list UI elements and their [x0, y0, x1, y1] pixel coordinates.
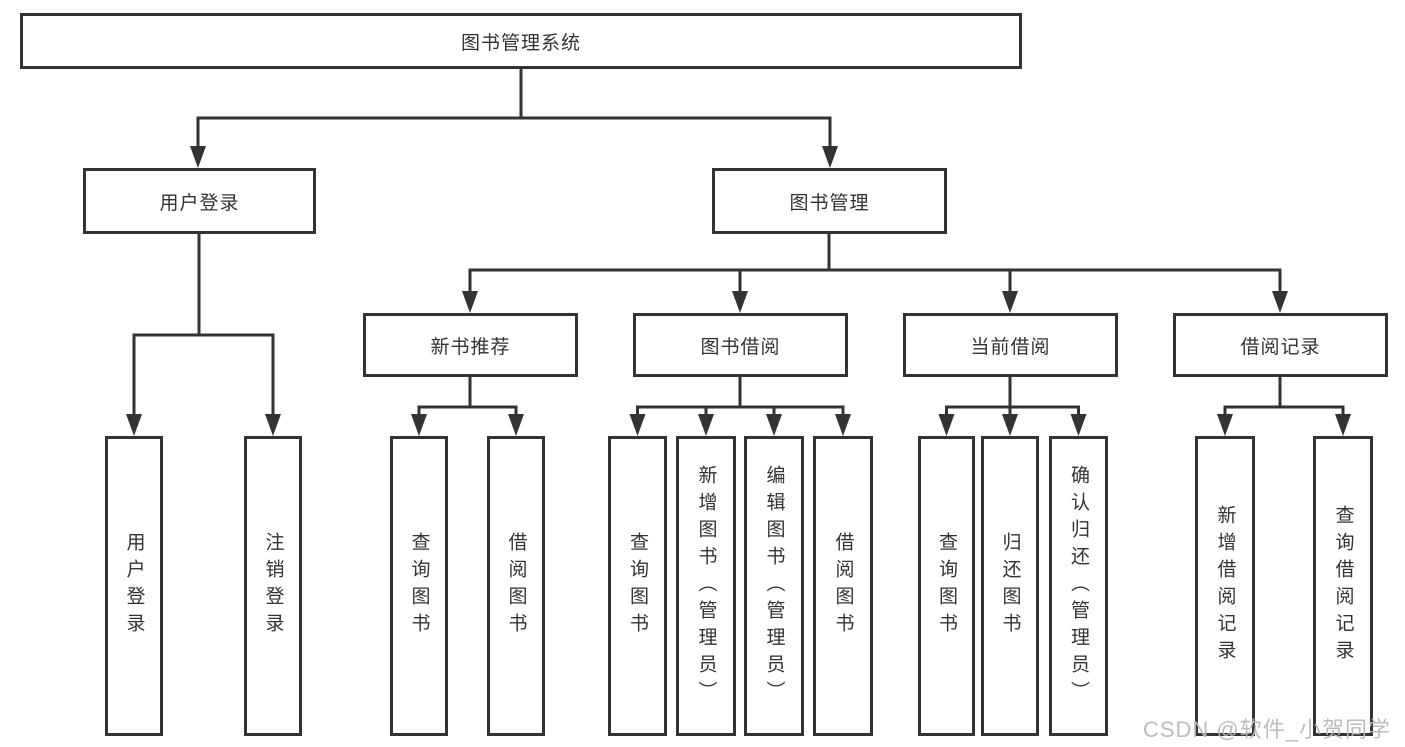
connector-current-borrow-to-leaves [938, 377, 1087, 436]
leaf-query-books-3: 查询图书 [918, 436, 975, 736]
connector-borrow-records-to-leaves [1217, 377, 1351, 436]
leaf-user-login: 用户登录 [105, 436, 163, 736]
connector-book-mgmt-to-sections [462, 234, 1288, 313]
leaf-query-books-1: 查询图书 [390, 436, 448, 736]
node-user-login-branch: 用户登录 [83, 168, 316, 234]
leaf-logout: 注销登录 [244, 436, 302, 736]
leaf-edit-book-admin: 编辑图书（管理员） [744, 436, 804, 736]
leaf-confirm-return-admin: 确认归还（管理员） [1049, 436, 1108, 736]
node-section-book-borrow: 图书借阅 [633, 313, 848, 377]
leaf-query-books-2: 查询图书 [608, 436, 667, 736]
leaf-add-book-admin: 新增图书（管理员） [676, 436, 736, 736]
node-section-new-book-recommend: 新书推荐 [363, 313, 578, 377]
connector-user-login-to-leaves [126, 234, 281, 436]
node-section-borrow-records: 借阅记录 [1173, 313, 1388, 377]
leaf-borrow-books-2: 借阅图书 [813, 436, 873, 736]
node-section-current-borrow: 当前借阅 [903, 313, 1118, 377]
watermark: CSDN @软件_小贺同学 [1142, 717, 1391, 742]
connector-book-borrow-to-leaves [629, 377, 851, 436]
leaf-query-borrow-record: 查询借阅记录 [1313, 436, 1373, 736]
node-root: 图书管理系统 [20, 13, 1022, 69]
leaf-borrow-books-1: 借阅图书 [487, 436, 545, 736]
leaf-add-borrow-record: 新增借阅记录 [1195, 436, 1255, 736]
connector-new-book-to-leaves [411, 377, 524, 436]
node-book-management-branch: 图书管理 [712, 168, 947, 234]
leaf-return-books: 归还图书 [981, 436, 1039, 736]
connector-root-to-level2 [190, 69, 838, 168]
